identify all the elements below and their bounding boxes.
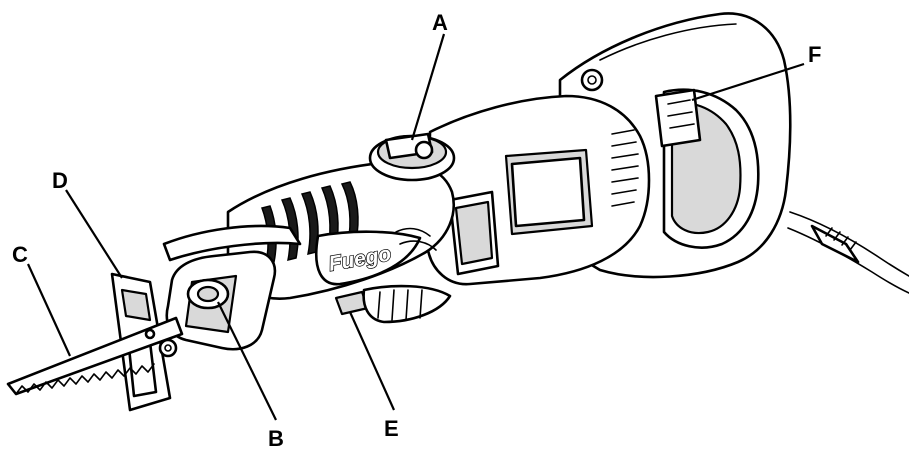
motor-housing	[426, 94, 651, 286]
leader-d	[65, 189, 123, 279]
label-d: D	[52, 168, 68, 193]
saw-blade	[6, 316, 184, 396]
label-a: A	[432, 10, 448, 35]
orbital-dial	[368, 132, 456, 182]
callout-labels: A B C D E F	[12, 10, 821, 451]
motor-vents	[611, 129, 639, 207]
label-f: F	[808, 42, 821, 67]
leader-lines	[26, 33, 805, 421]
leader-f	[691, 62, 805, 102]
leader-b	[217, 301, 277, 421]
power-cord	[787, 211, 909, 294]
leader-a	[410, 33, 446, 141]
label-e: E	[384, 416, 399, 441]
label-c: C	[12, 242, 28, 267]
leader-e	[348, 311, 396, 411]
label-b: B	[268, 426, 284, 451]
trigger	[334, 284, 452, 324]
blade-clamp	[162, 224, 302, 351]
leader-c	[26, 263, 72, 357]
